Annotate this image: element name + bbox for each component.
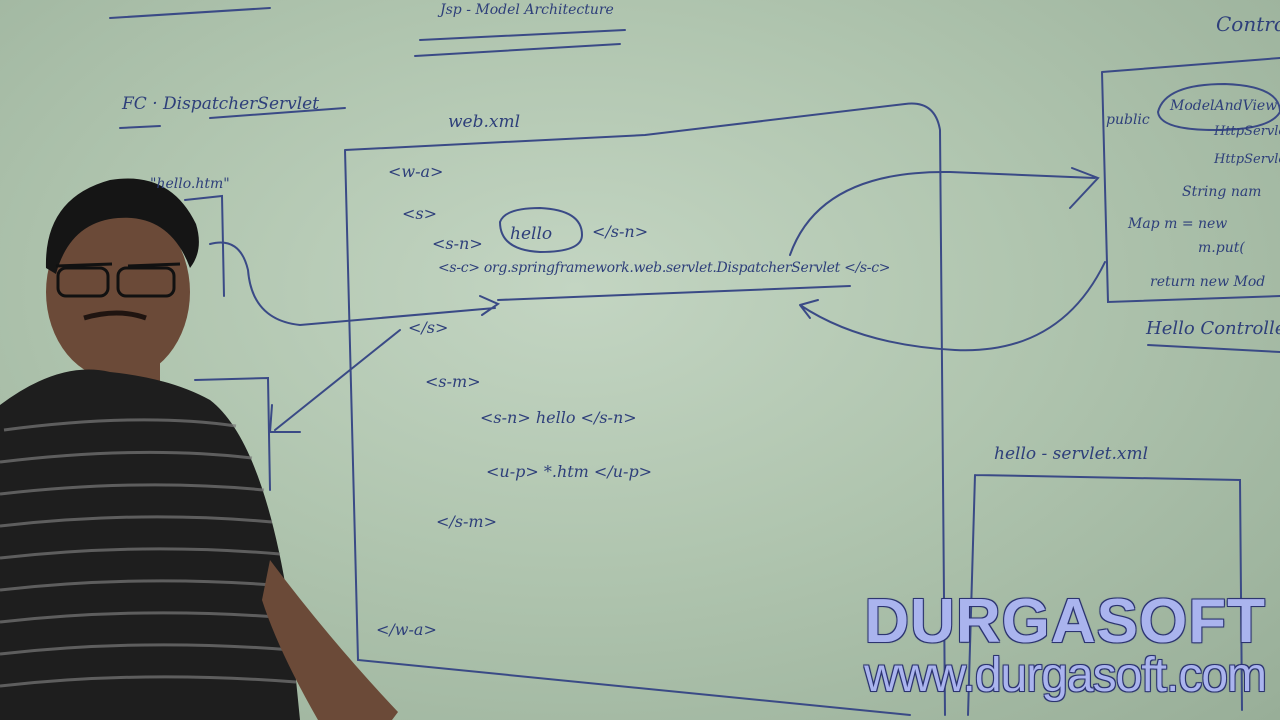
request-line (209, 241, 501, 327)
xml-servlet-name-value: hello (510, 224, 553, 244)
xml-tag-web-app-close: </w-a> (376, 620, 437, 639)
controller-heading: Controller (1216, 12, 1280, 36)
controller-line-request: HttpServlet (1214, 124, 1280, 139)
xml-tag-web-app-open: <w-a> (388, 162, 444, 181)
xml-tag-servlet-name-close: </s-n> (592, 222, 649, 241)
title-text: Jsp - Model Architecture (440, 2, 614, 18)
fc-note: FC · DispatcherServlet (122, 94, 320, 114)
request-note: "hello.htm" (150, 176, 230, 192)
xml-tag-servlet-mapping-close: </s-m> (436, 512, 497, 531)
controller-line-string: String nam (1182, 184, 1262, 200)
mapping-arrow (268, 329, 401, 433)
hello-ellipse (499, 206, 584, 254)
fc-underline (119, 107, 346, 129)
dispatcher-underline (497, 285, 851, 301)
controller-underline (1147, 344, 1280, 353)
xml-tag-servlet-close: </s> (408, 318, 449, 337)
xml-servlet-class-line: <s-c> org.springframework.web.servlet.Di… (438, 260, 891, 276)
return-arrow (799, 261, 1106, 352)
xml-tag-servlet-name-open: <s-n> (432, 234, 483, 253)
loop-arrow (789, 167, 1100, 256)
controller-name: Hello Controller (1146, 318, 1280, 339)
xml-tag-servlet-mapping-open: <s-m> (425, 372, 481, 391)
controller-line-public: public (1106, 112, 1150, 128)
servlet-xml-label: hello - servlet.xml (994, 444, 1149, 464)
servlet-xml-box (967, 474, 1243, 716)
controller-line-map: Map m = new (1128, 216, 1228, 232)
controller-box (1101, 57, 1280, 304)
controller-line-put: m.put( (1198, 240, 1245, 256)
xml-tag-servlet-open: <s> (402, 204, 438, 223)
title-underline (109, 7, 626, 57)
controller-line-response: HttpServlet (1214, 152, 1280, 167)
xml-mapping-servlet-name-line: <s-n> hello </s-n> (480, 408, 637, 427)
controller-line-return: return new Mod (1150, 274, 1266, 290)
web-xml-label: web.xml (448, 112, 521, 132)
xml-url-pattern-line: <u-p> *.htm </u-p> (486, 462, 653, 481)
watermark-brand-url: www.durgasoft.com (864, 649, 1267, 702)
controller-line-model-and-view: ModelAndView (1170, 98, 1278, 114)
presenter (0, 178, 398, 720)
watermark-brand-name: DURGASOFT (864, 587, 1266, 656)
